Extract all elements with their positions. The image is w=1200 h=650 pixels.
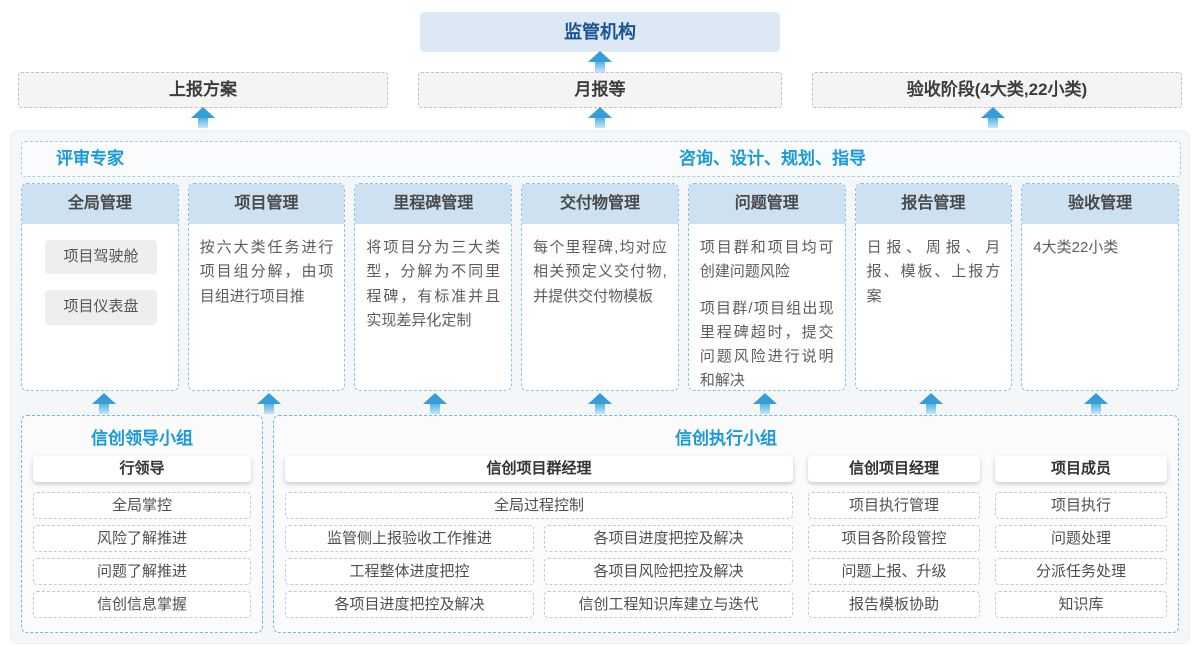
project-member-item: 分派任务处理 [995, 558, 1167, 585]
arrow-head [981, 107, 1005, 118]
up-arrow-icon [587, 392, 612, 414]
program-manager-item: 监管侧上报验收工作推进 [285, 525, 534, 552]
column-report-management: 报告管理 日报、周报、月报、模板、上报方案 [854, 183, 1013, 391]
column-body: 项目驾驶舱 项目仪表盘 [22, 224, 178, 390]
report-box-acceptance: 验收阶段(4大类,22小类) [812, 72, 1182, 108]
up-arrow-icon [91, 392, 116, 414]
column-global-management: 全局管理 项目驾驶舱 项目仪表盘 [21, 183, 179, 391]
column-body: 按六大类任务进行项目组分解，由项目组进行项目推 [189, 224, 345, 390]
column-text: 项目群和项目均可创建问题风险 [699, 239, 834, 281]
up-arrow-icon [918, 392, 943, 414]
bottom-groups: 信创领导小组 行领导 全局掌控 风险了解推进 问题了解推进 信创信息掌握 信创执… [21, 415, 1179, 633]
program-manager-section: 信创项目群经理 全局过程控制 监管侧上报验收工作推进 工程整体进度把控 各项目进… [285, 456, 793, 624]
column-title: 全局管理 [22, 184, 178, 224]
review-experts-label: 评审专家 [56, 149, 124, 168]
project-manager-item: 项目执行管理 [808, 492, 980, 519]
execution-group-title: 信创执行小组 [675, 429, 777, 448]
project-manager-item: 报告模板协助 [808, 591, 980, 618]
column-text: 将项目分为三大类型，分解为不同里程碑，有标准并且实现差异化定制 [366, 239, 501, 329]
column-text: 每个里程碑,均对应相关预定义交付物,并提供交付物模板 [533, 239, 667, 305]
up-arrow-icon [753, 392, 778, 414]
leader-item: 全局掌控 [33, 492, 251, 519]
leader-item: 问题了解推进 [33, 558, 251, 585]
project-member-section: 项目成员 项目执行 问题处理 分派任务处理 知识库 [995, 456, 1167, 624]
project-member-role: 项目成员 [995, 456, 1167, 482]
advisor-bar: 评审专家 咨询、设计、规划、指导 [21, 141, 1181, 177]
column-text: 项目群/项目组出现里程碑超时，提交问题风险进行说明和解决 [699, 299, 834, 390]
report-box-monthly: 月报等 [418, 72, 782, 108]
execution-group-box: 信创执行小组 信创项目群经理 全局过程控制 监管侧上报验收工作推进 工程整体进度… [273, 415, 1179, 633]
up-arrow-icon [191, 107, 215, 128]
column-body: 日报、周报、月报、模板、上报方案 [856, 224, 1012, 390]
program-manager-item-grid: 监管侧上报验收工作推进 工程整体进度把控 各项目进度把控及解决 各项目进度把控及… [285, 525, 793, 618]
leadership-group-box: 信创领导小组 行领导 全局掌控 风险了解推进 问题了解推进 信创信息掌握 [21, 415, 263, 633]
leader-item: 风险了解推进 [33, 525, 251, 552]
column-title: 报告管理 [855, 184, 1012, 224]
column-text: 4大类22小类 [1033, 239, 1119, 256]
program-manager-role: 信创项目群经理 [285, 456, 793, 482]
up-arrow-icon [588, 51, 612, 72]
column-title: 问题管理 [688, 184, 845, 224]
column-project-management: 项目管理 按六大类任务进行项目组分解，由项目组进行项目推 [187, 183, 346, 391]
project-dashboard-chip: 项目仪表盘 [45, 290, 157, 325]
report-box-plan: 上报方案 [18, 72, 388, 108]
program-manager-item: 工程整体进度把控 [285, 558, 534, 585]
up-arrow-icon [981, 107, 1005, 128]
platform-container: 评审专家 咨询、设计、规划、指导 全局管理 项目驾驶舱 项目仪表盘 项目管理 按… [10, 130, 1190, 644]
column-title: 验收管理 [1022, 184, 1178, 224]
up-arrow-icon [257, 392, 282, 414]
arrow-head [588, 107, 612, 118]
arrow-stem [595, 62, 605, 72]
column-body: 将项目分为三大类型，分解为不同里程碑，有标准并且实现差异化定制 [355, 224, 511, 390]
column-text: 日报、周报、月报、模板、上报方案 [866, 239, 1001, 305]
column-deliverable-management: 交付物管理 每个里程碑,均对应相关预定义交付物,并提供交付物模板 [521, 183, 679, 391]
arrow-head [588, 51, 612, 62]
program-manager-item: 信创工程知识库建立与迭代 [544, 591, 793, 618]
arrow-stem [198, 118, 208, 128]
bank-leader-role: 行领导 [33, 456, 251, 482]
column-body: 项目群和项目均可创建问题风险 项目群/项目组出现里程碑超时，提交问题风险进行说明… [689, 224, 845, 390]
column-milestone-management: 里程碑管理 将项目分为三大类型，分解为不同里程碑，有标准并且实现差异化定制 [354, 183, 513, 391]
project-member-item: 项目执行 [995, 492, 1167, 519]
project-manager-item: 项目各阶段管控 [808, 525, 980, 552]
leader-item: 信创信息掌握 [33, 591, 251, 618]
execution-group-body: 信创项目群经理 全局过程控制 监管侧上报验收工作推进 工程整体进度把控 各项目进… [285, 456, 1167, 624]
up-arrow-icon [588, 107, 612, 128]
program-manager-item: 各项目风险把控及解决 [544, 558, 793, 585]
column-arrows-row [21, 391, 1179, 415]
column-title: 项目管理 [188, 184, 345, 224]
project-manager-role: 信创项目经理 [808, 456, 980, 482]
project-member-item: 知识库 [995, 591, 1167, 618]
column-title: 交付物管理 [522, 184, 678, 224]
program-manager-item: 各项目进度把控及解决 [544, 525, 793, 552]
regulator-box: 监管机构 [420, 12, 780, 52]
up-arrow-icon [1084, 392, 1109, 414]
column-acceptance-management: 验收管理 4大类22小类 [1021, 183, 1179, 391]
program-manager-item: 全局过程控制 [285, 492, 793, 519]
arrow-head [191, 107, 215, 118]
column-body: 每个里程碑,均对应相关预定义交付物,并提供交付物模板 [522, 224, 678, 390]
arrow-stem [595, 118, 605, 128]
project-manager-item: 问题上报、升级 [808, 558, 980, 585]
project-cockpit-chip: 项目驾驶舱 [45, 240, 157, 275]
column-title: 里程碑管理 [355, 184, 512, 224]
column-issue-management: 问题管理 项目群和项目均可创建问题风险 项目群/项目组出现里程碑超时，提交问题风… [687, 183, 846, 391]
project-member-item: 问题处理 [995, 525, 1167, 552]
column-text: 按六大类任务进行项目组分解，由项目组进行项目推 [199, 239, 334, 305]
leadership-group-title: 信创领导小组 [91, 429, 193, 448]
management-columns: 全局管理 项目驾驶舱 项目仪表盘 项目管理 按六大类任务进行项目组分解，由项目组… [21, 183, 1179, 391]
program-manager-item: 各项目进度把控及解决 [285, 591, 534, 618]
project-manager-section: 信创项目经理 项目执行管理 项目各阶段管控 问题上报、升级 报告模板协助 [808, 456, 980, 624]
consulting-label: 咨询、设计、规划、指导 [679, 149, 866, 168]
up-arrow-icon [422, 392, 447, 414]
column-body: 4大类22小类 [1022, 224, 1178, 390]
arrow-stem [988, 118, 998, 128]
